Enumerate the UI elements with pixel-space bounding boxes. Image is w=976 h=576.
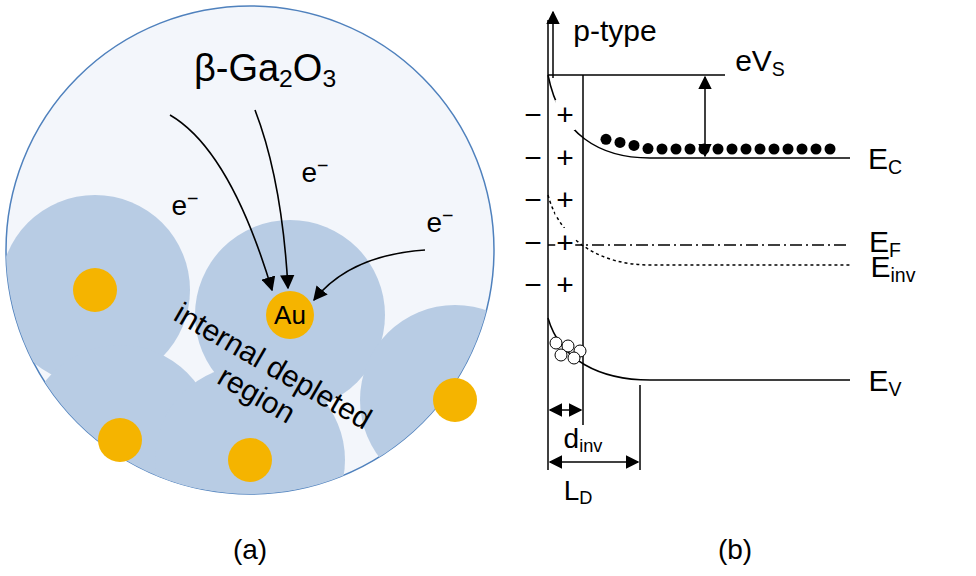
electron-arrows (170, 110, 425, 300)
text-run: + (556, 183, 574, 216)
subscript: V (889, 378, 902, 400)
electron-dot (727, 144, 738, 155)
electron-label: e− (171, 188, 198, 222)
superscript: − (317, 154, 328, 176)
electron-dot (811, 144, 822, 155)
electron-dot (825, 144, 836, 155)
electron-label: e− (301, 155, 328, 189)
electron-dot (755, 144, 766, 155)
band-diagram (548, 12, 850, 470)
dimension-label: LD (564, 476, 593, 509)
hole-circles (550, 337, 586, 364)
band-label: EC (868, 142, 902, 178)
depleted-regions (0, 195, 550, 555)
text-run: − (524, 141, 542, 174)
subscript: D (579, 488, 592, 508)
electron-dot (783, 144, 794, 155)
band-label: EV (868, 364, 901, 400)
text-run: E (868, 364, 888, 397)
text-run: L (564, 475, 580, 506)
charge-sign: + (555, 228, 575, 258)
text-run: O (293, 47, 323, 89)
panel-label: (a) (233, 535, 267, 566)
text-run: eV (735, 44, 772, 77)
charge-sign: − (523, 228, 543, 258)
text-run: + (556, 226, 574, 259)
subscript: F (889, 239, 901, 261)
charge-sign: + (555, 143, 575, 173)
text-run: (b) (718, 534, 752, 565)
au-particles (73, 268, 477, 482)
dimension-label: dinv (564, 424, 603, 457)
subscript: 3 (322, 65, 336, 92)
electron-label: e− (426, 205, 453, 239)
type-label: p-type (573, 14, 656, 47)
panel-label: (b) (718, 535, 752, 566)
subscript: inv (891, 264, 916, 286)
text-run: E (868, 142, 888, 175)
electron-dot (699, 144, 710, 155)
text-run: e (171, 190, 187, 221)
electron-dot (741, 144, 752, 155)
text-run: p-type (573, 14, 656, 47)
superscript: − (187, 187, 198, 209)
material-label: β-Ga2O3 (194, 48, 336, 92)
electron-dot (685, 144, 696, 155)
superscript: − (442, 204, 453, 226)
electron-dot (615, 137, 626, 148)
text-run: (a) (233, 534, 267, 565)
electron-dot (629, 140, 640, 151)
charge-sign: + (555, 100, 575, 130)
text-run: − (524, 268, 542, 301)
charge-sign: − (523, 143, 543, 173)
charge-sign: − (523, 185, 543, 215)
electron-dot (643, 143, 654, 154)
electron-dot (769, 144, 780, 155)
charge-sign: − (523, 270, 543, 300)
electron-dot (671, 144, 682, 155)
text-run: β-Ga (194, 47, 279, 89)
electron-dot (601, 134, 612, 145)
subscript: C (888, 156, 902, 178)
electron-dot (713, 144, 724, 155)
electron-dot (657, 144, 668, 155)
electron-dots (601, 134, 836, 155)
subscript: 2 (279, 65, 293, 92)
band-bending-label: eVS (735, 44, 785, 80)
band-label: Einv (871, 250, 916, 286)
electron-dot (797, 144, 808, 155)
particle-label: Au (274, 301, 306, 330)
text-run: E (871, 250, 891, 283)
text-run: d (564, 423, 580, 454)
charge-sign: + (555, 185, 575, 215)
charge-sign: + (555, 270, 575, 300)
text-run: + (556, 268, 574, 301)
text-run: Au (274, 300, 306, 330)
subscript: inv (579, 436, 602, 456)
text-run: − (524, 98, 542, 131)
text-run: e (426, 207, 442, 238)
text-run: − (524, 226, 542, 259)
text-run: + (556, 141, 574, 174)
text-run: e (301, 157, 317, 188)
charge-sign: − (523, 100, 543, 130)
text-run: + (556, 98, 574, 131)
subscript: S (772, 58, 785, 80)
text-run: − (524, 183, 542, 216)
